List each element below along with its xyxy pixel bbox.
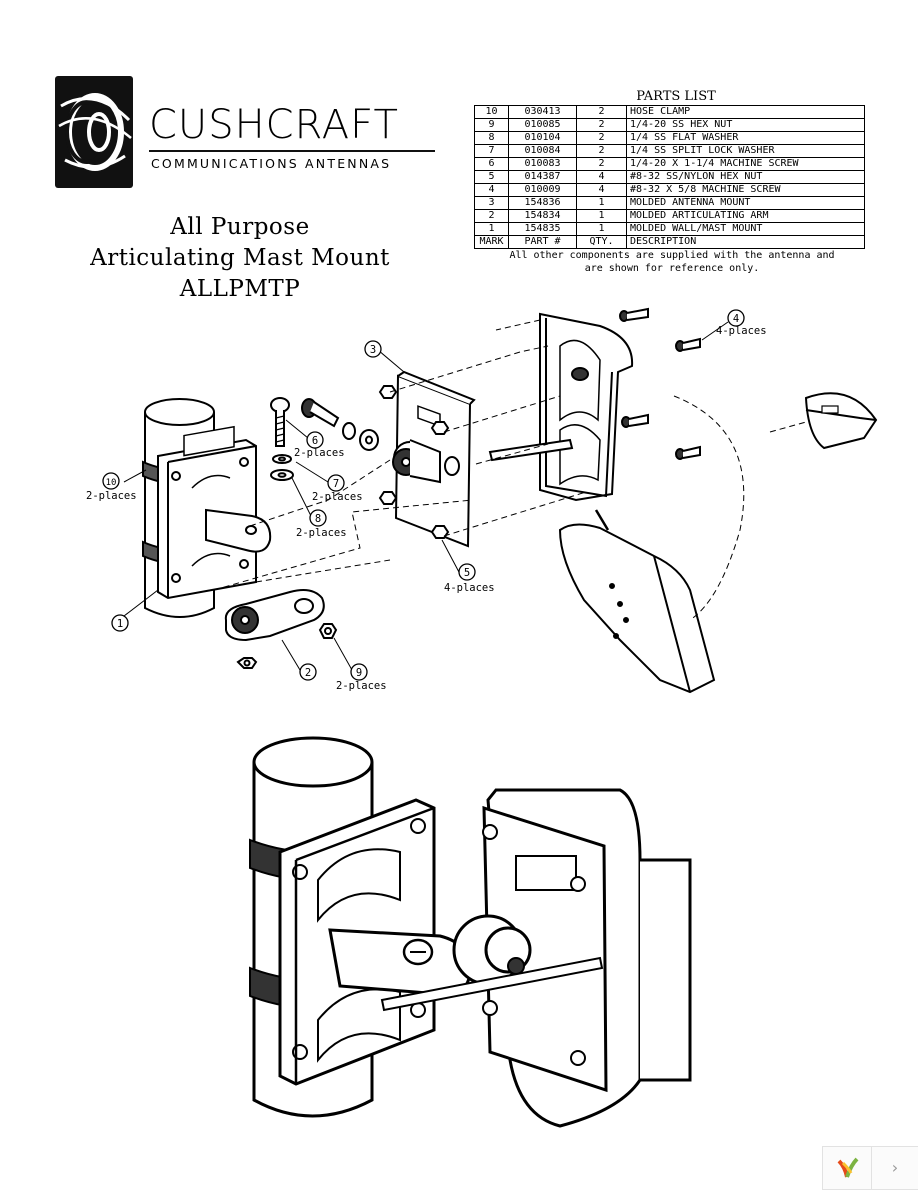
svg-text:9: 9	[356, 667, 362, 679]
callout-2: 2	[299, 663, 317, 681]
svg-text:2: 2	[305, 667, 311, 679]
machine-screw-4-d	[675, 445, 701, 460]
parts-table-header: MARK PART # QTY. DESCRIPTION	[474, 235, 865, 249]
title-line-1: All Purpose	[170, 214, 310, 240]
machine-screw-4-c	[621, 413, 649, 428]
callout-3: 3	[364, 340, 382, 358]
antenna-housing-exploded	[488, 312, 634, 502]
callout-1: 1	[111, 614, 129, 632]
hex-nut-5-a	[378, 385, 398, 399]
callout-10: 10 2-places	[86, 472, 137, 502]
antenna-end-cap	[804, 392, 878, 450]
molded-antenna-mount-exploded	[392, 370, 476, 548]
svg-text:2-places: 2-places	[336, 680, 387, 692]
brand-name: CUSHCRAFT	[149, 102, 399, 148]
svg-text:5: 5	[464, 567, 470, 579]
svg-text:2-places: 2-places	[296, 527, 347, 539]
svg-text:2-places: 2-places	[312, 491, 363, 503]
chevron-right-icon[interactable]: ›	[891, 1158, 899, 1177]
header-mark: MARK	[474, 235, 509, 249]
svg-text:4-places: 4-places	[444, 582, 495, 594]
svg-text:4-places: 4-places	[716, 325, 767, 337]
viewer-nav: ›	[822, 1146, 918, 1190]
parts-note-line-2: are shown for reference only.	[584, 263, 760, 274]
screw-and-washers-horizontal	[301, 398, 379, 451]
svg-text:8: 8	[315, 513, 321, 525]
title-line-3: ALLPMTP	[179, 276, 301, 302]
callout-4: 4 4-places	[716, 309, 767, 337]
title-line-2: Articulating Mast Mount	[90, 245, 390, 271]
svg-text:3: 3	[370, 344, 376, 356]
hex-nut-9	[318, 623, 338, 639]
callout-5: 5 4-places	[444, 563, 495, 594]
svg-text:7: 7	[333, 478, 339, 490]
callout-7: 7 2-places	[312, 474, 363, 503]
machine-screw-6	[270, 397, 290, 447]
hex-nut-5-d	[430, 525, 450, 539]
antenna-body	[558, 509, 716, 694]
svg-text:6: 6	[312, 435, 318, 447]
flat-washer-8	[270, 469, 294, 481]
svg-text:4: 4	[733, 313, 739, 325]
wall-mast-mount-exploded	[157, 425, 272, 600]
viewer-logo-icon	[823, 1147, 872, 1189]
parts-note-line-1: All other components are supplied with t…	[509, 250, 835, 261]
svg-text:2-places: 2-places	[86, 490, 137, 502]
machine-screw-4-b	[675, 337, 701, 352]
document-title: All Purpose Articulating Mast Mount ALLP…	[55, 212, 425, 305]
split-lock-washer-7	[272, 454, 292, 464]
hex-nut-arm-bottom	[236, 657, 258, 669]
assembly-lines	[213, 319, 807, 621]
callout-9: 9 2-places	[336, 663, 387, 692]
hex-nut-5-b	[430, 421, 450, 435]
leader-lines	[123, 321, 729, 671]
cushcraft-logo: CUSHCRAFT COMMUNICATIONS ANTENNAS	[55, 76, 435, 188]
header-description: DESCRIPTION	[626, 235, 865, 249]
svg-text:1: 1	[117, 618, 123, 630]
assembled-view	[249, 736, 692, 1128]
callout-8: 8 2-places	[296, 509, 347, 539]
brand-tagline: COMMUNICATIONS ANTENNAS	[151, 156, 392, 171]
svg-text:10: 10	[106, 478, 117, 488]
header-qty: QTY.	[576, 235, 627, 249]
logo-rule	[149, 150, 435, 152]
hex-nut-5-c	[378, 491, 398, 505]
parts-list-title: PARTS LIST	[636, 89, 716, 104]
callout-6: 6 2-places	[294, 431, 345, 459]
articulating-arm-exploded	[224, 589, 325, 642]
svg-text:2-places: 2-places	[294, 447, 345, 459]
cushcraft-emblem-icon	[55, 76, 133, 188]
machine-screw-4-a	[619, 307, 649, 322]
callouts: 3 4 4-places 5 4-places 6 2-places 7 2-p…	[86, 309, 767, 692]
